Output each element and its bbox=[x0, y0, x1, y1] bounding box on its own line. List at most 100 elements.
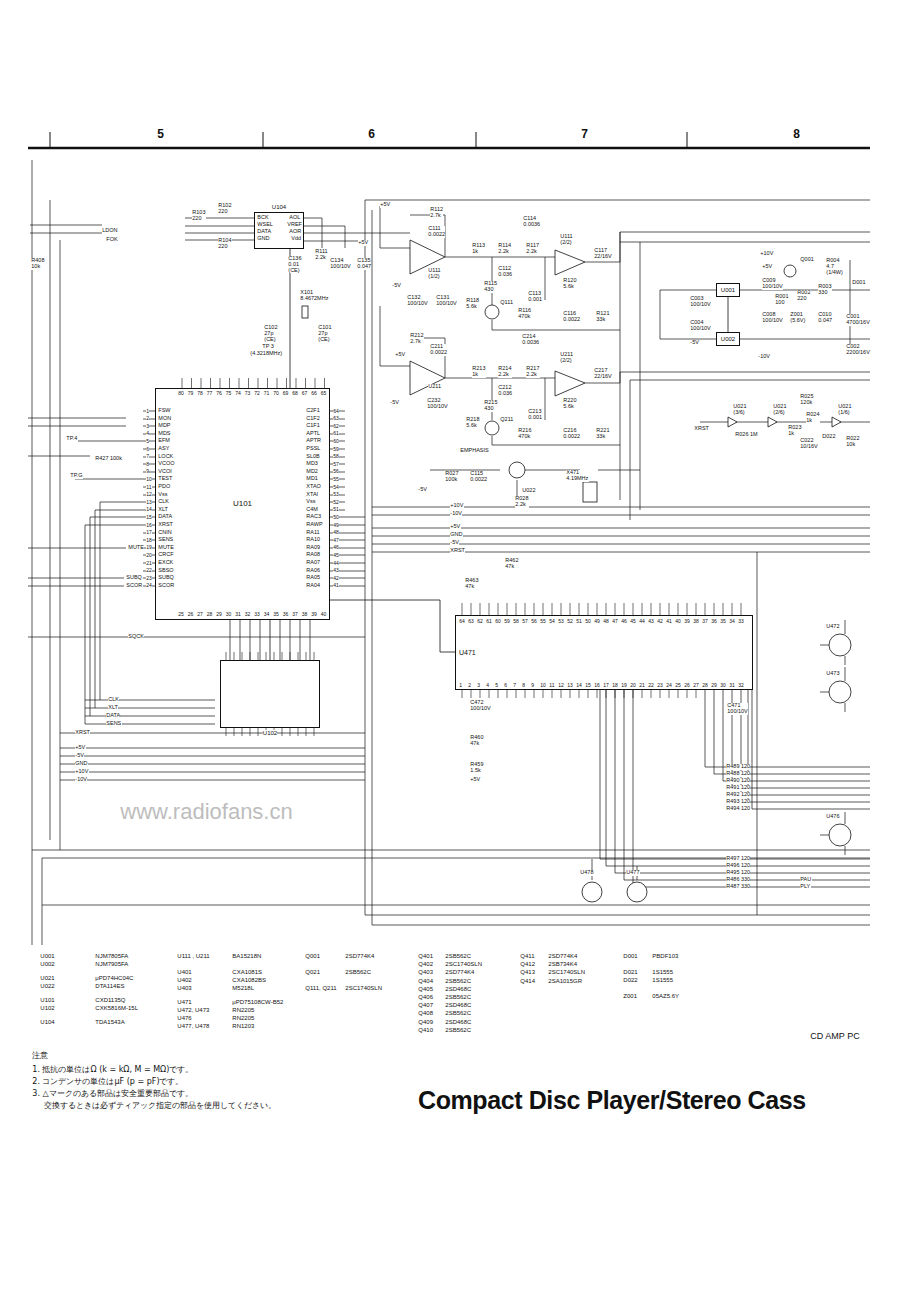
pin-number: 2 bbox=[146, 416, 149, 421]
component-label: C002 2200/16V bbox=[846, 344, 870, 356]
pin-number: 80 bbox=[178, 391, 184, 396]
component-label: Q001 bbox=[800, 257, 814, 263]
component-label: R004 4.7 (1/4W) bbox=[826, 258, 843, 275]
pin-number: 22 bbox=[146, 568, 152, 573]
pin-number: 39 bbox=[311, 612, 317, 617]
pin-number: 64 bbox=[333, 409, 339, 414]
wire bbox=[60, 733, 365, 780]
component-label: R218 5.6k bbox=[466, 417, 480, 429]
pin-name: XLT bbox=[158, 507, 168, 513]
pin-number: 11 bbox=[549, 683, 555, 688]
component-label: C102 27p (CE) bbox=[264, 325, 278, 342]
component-label: +5V bbox=[762, 264, 773, 270]
pin-number: 67 bbox=[302, 391, 308, 396]
pin-number: 21 bbox=[146, 561, 152, 566]
parts-list-cell: Q001 bbox=[305, 953, 320, 959]
pin-name: RA07 bbox=[306, 560, 320, 566]
component-label: -5V bbox=[418, 487, 427, 493]
component-label: R489 120 bbox=[726, 764, 750, 770]
pin-name: EFM bbox=[158, 438, 170, 444]
transistor-symbol bbox=[509, 462, 525, 478]
pin-number: 62 bbox=[333, 424, 339, 429]
parts-list-cell: BA15218N bbox=[232, 953, 262, 959]
pin-number: 47 bbox=[612, 619, 618, 624]
pin-number: 48 bbox=[603, 619, 609, 624]
component-label: R113 1k bbox=[472, 243, 485, 255]
component-label: LDON bbox=[102, 228, 118, 234]
pin-number: 20 bbox=[630, 683, 636, 688]
pin-number: 38 bbox=[693, 619, 699, 624]
component-label: R024 1k bbox=[806, 412, 820, 424]
pin-number: 42 bbox=[657, 619, 663, 624]
pin-number: 73 bbox=[245, 391, 251, 396]
component-label: C101 27p (CE) bbox=[318, 325, 332, 342]
pin-number: 13 bbox=[567, 683, 573, 688]
pin-number: 45 bbox=[630, 619, 636, 624]
parts-list-cell: Q410 bbox=[418, 1027, 433, 1033]
pin-number: 45 bbox=[333, 553, 339, 558]
component-label: U477 bbox=[626, 870, 640, 876]
pin-name: RA09 bbox=[306, 545, 320, 551]
pin-number: 5 bbox=[495, 683, 498, 688]
crystal-symbol bbox=[302, 306, 308, 318]
pin-number: 60 bbox=[333, 439, 339, 444]
pin-number: 66 bbox=[311, 391, 317, 396]
pin-name: Vss bbox=[158, 492, 168, 498]
pin-number: 10 bbox=[540, 683, 546, 688]
parts-list-cell: D001 bbox=[623, 953, 638, 959]
component-label: R104 220 bbox=[218, 238, 232, 250]
pin-name: XTAI bbox=[306, 492, 318, 498]
pin-number: 12 bbox=[558, 683, 564, 688]
pin-number: 22 bbox=[648, 683, 654, 688]
pin-number: 36 bbox=[711, 619, 717, 624]
pin-name: VCOI bbox=[158, 469, 172, 475]
pin-number: 25 bbox=[675, 683, 681, 688]
pin-number: 31 bbox=[729, 683, 735, 688]
pin-number: 2 bbox=[468, 683, 471, 688]
signal-name: -10V bbox=[75, 777, 87, 783]
transistor-symbol bbox=[784, 265, 796, 277]
parts-list-cell: U476 bbox=[177, 1015, 192, 1021]
op-amp-symbol bbox=[410, 240, 841, 427]
component-label: DATA bbox=[257, 229, 271, 235]
pin-name: CLK bbox=[158, 499, 169, 505]
pin-number: 26 bbox=[188, 612, 194, 617]
parts-list-cell: DTA114ES bbox=[95, 983, 125, 989]
signal-name: C471 100/10V bbox=[727, 703, 748, 715]
grid-number: 8 bbox=[793, 128, 800, 141]
parts-list-cell: U001 bbox=[40, 953, 55, 959]
pin-number: 11 bbox=[146, 485, 152, 490]
signal-name: TP.G bbox=[70, 473, 83, 479]
pin-number: 76 bbox=[216, 391, 222, 396]
parts-list-cell: 2SB562C bbox=[445, 1027, 471, 1033]
parts-list-cell: Q021 bbox=[305, 969, 320, 975]
watermark: www.radiofans.cn bbox=[120, 800, 293, 823]
component-label: R025 120k bbox=[800, 394, 814, 406]
component-label: D022 bbox=[822, 434, 836, 440]
component-label: R490 120 bbox=[726, 778, 750, 784]
component-label: R120 5.6k bbox=[563, 278, 577, 290]
component-label: R492 120 bbox=[726, 792, 750, 798]
pin-number: 54 bbox=[549, 619, 555, 624]
parts-list-cell: Q404 bbox=[418, 978, 433, 984]
component-label: TP 3 bbox=[262, 344, 274, 350]
component-label: C001 4700/16V bbox=[846, 314, 870, 326]
component-label: WSEL bbox=[257, 222, 273, 228]
pin-number: 68 bbox=[292, 391, 298, 396]
parts-list-cell: Q409 bbox=[418, 1019, 433, 1025]
component-label: -5V bbox=[392, 283, 401, 289]
component-label: R103 220 bbox=[192, 210, 206, 222]
component-label: PLY bbox=[800, 884, 811, 890]
signal-name: SUBQ bbox=[126, 575, 142, 581]
transistor-symbol bbox=[829, 634, 851, 656]
component-label: C113 0.001 bbox=[528, 291, 542, 303]
pin-name: TEST bbox=[158, 476, 173, 482]
component-label: R118 5.6k bbox=[466, 298, 479, 310]
parts-list-cell: Q414 bbox=[520, 978, 535, 984]
component-label: R116 470k bbox=[518, 308, 531, 320]
pin-number: 32 bbox=[738, 683, 744, 688]
component-label: U211 (2/2) bbox=[560, 352, 573, 364]
component-label: C132 100/10V bbox=[407, 295, 428, 307]
pin-number: 61 bbox=[486, 619, 492, 624]
